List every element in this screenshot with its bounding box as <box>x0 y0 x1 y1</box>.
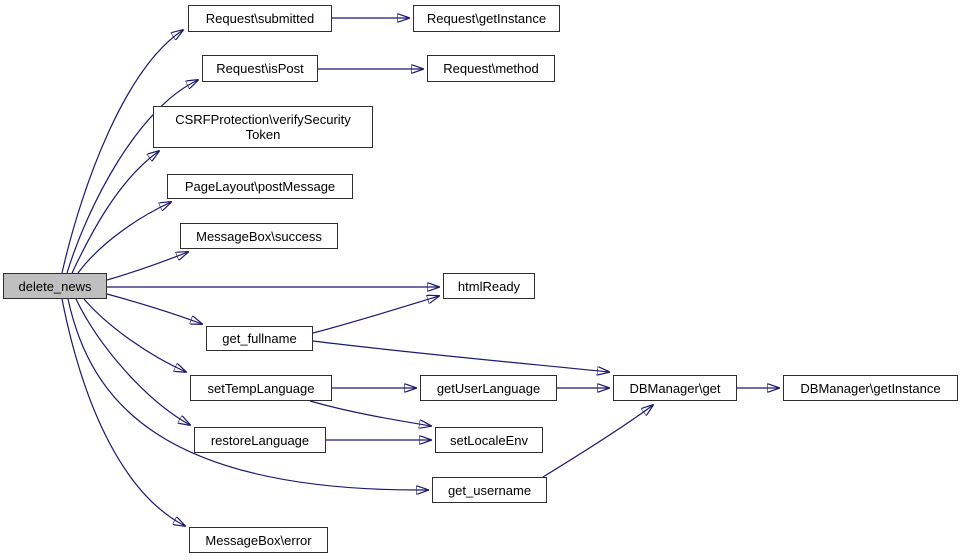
edge-get_fullname-dbmanager_get <box>312 340 609 372</box>
node-request-method[interactable]: Request\method <box>427 55 555 82</box>
node-htmlready[interactable]: htmlReady <box>443 273 535 299</box>
node-get-username[interactable]: get_username <box>432 477 547 503</box>
node-dbmanager-get[interactable]: DBManager\get <box>613 375 737 401</box>
node-get-fullname[interactable]: get_fullname <box>206 326 313 351</box>
edge-delete_news-pagelayout_postmessage <box>77 202 171 274</box>
node-dbmanager-getinstance[interactable]: DBManager\getInstance <box>783 375 958 401</box>
node-settemplanguage[interactable]: setTempLanguage <box>190 375 332 401</box>
node-messagebox-success[interactable]: MessageBox\success <box>180 223 338 249</box>
edge-settemplanguage-setlocaleenv <box>309 400 431 426</box>
edge-delete_news-restorelanguage <box>75 298 190 425</box>
edge-delete_news-request_submitted <box>61 30 183 274</box>
node-request-getinstance[interactable]: Request\getInstance <box>413 5 560 32</box>
node-getuserlanguage[interactable]: getUserLanguage <box>420 375 557 401</box>
node-request-submitted[interactable]: Request\submitted <box>188 5 332 32</box>
edge-delete_news-settemplanguage <box>83 298 186 372</box>
node-csrfprotection-verifysecuritytoken[interactable]: CSRFProtection\verifySecurity Token <box>153 106 373 148</box>
edge-delete_news-request_ispost <box>66 80 198 274</box>
edge-delete_news-csrf_verify <box>71 151 159 274</box>
edge-delete_news-get_fullname <box>106 293 202 324</box>
edge-delete_news-get_username <box>67 298 428 490</box>
edge-delete_news-messagebox_error <box>61 298 185 526</box>
node-request-ispost[interactable]: Request\isPost <box>202 55 318 82</box>
edge-delete_news-messagebox_success <box>106 252 188 281</box>
edge-get_username-dbmanager_get <box>542 405 653 478</box>
edge-get_fullname-htmlready <box>312 296 439 334</box>
node-restorelanguage[interactable]: restoreLanguage <box>194 427 326 453</box>
node-setlocaleenv[interactable]: setLocaleEnv <box>435 427 543 453</box>
node-pagelayout-postmessage[interactable]: PageLayout\postMessage <box>167 174 353 199</box>
node-delete-news: delete_news <box>3 273 107 299</box>
node-messagebox-error[interactable]: MessageBox\error <box>189 527 328 553</box>
